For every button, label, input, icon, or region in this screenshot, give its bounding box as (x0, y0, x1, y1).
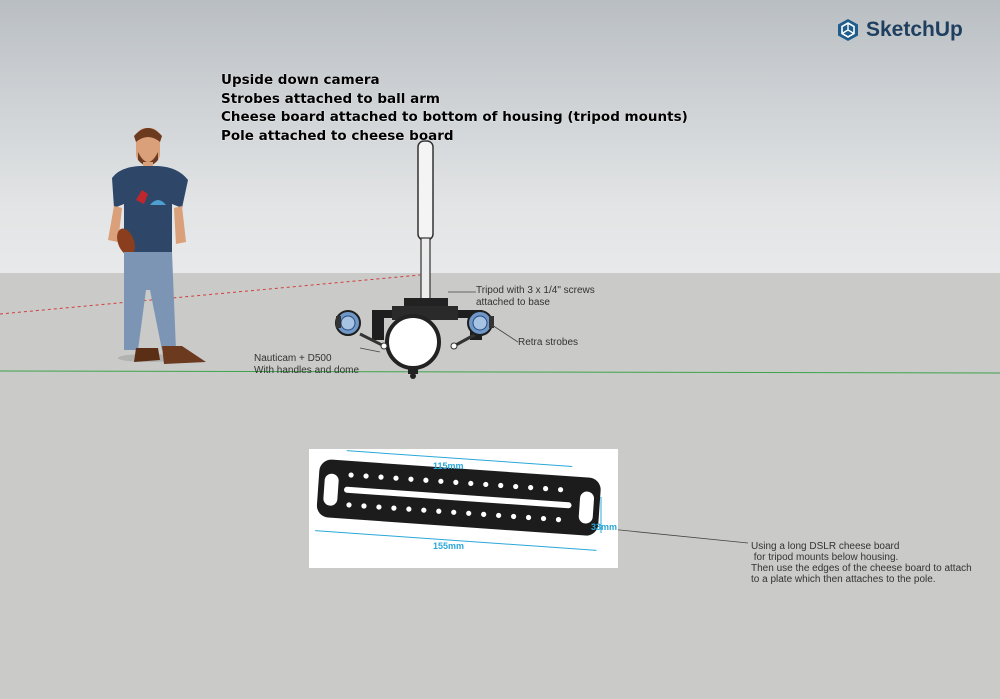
cheese-board-image[interactable]: 115mm 155mm 33mm (309, 449, 618, 568)
pole-lower (420, 237, 431, 301)
tripod-label[interactable]: Tripod with 3 x 1/4" screws attached to … (476, 285, 595, 308)
dimension-label-155: 155mm (433, 541, 464, 551)
housing-label[interactable]: Nauticam + D500 With handles and dome (254, 353, 360, 376)
sketchup-wordmark: SketchUp (866, 18, 963, 41)
note-line: Cheese board attached to bottom of housi… (221, 109, 688, 125)
dimension-line-155 (315, 530, 597, 551)
tripod-plate (404, 298, 448, 306)
cheese-leader-line (599, 527, 749, 544)
dimension-line-115 (346, 450, 573, 467)
scale-figure[interactable] (108, 128, 206, 364)
dimension-label-115: 115mm (433, 461, 464, 471)
housing-leader-line (359, 347, 381, 353)
notes-text-block[interactable]: Upside down camera Strobes attached to b… (221, 71, 688, 145)
note-line: Pole attached to cheese board (221, 127, 454, 144)
dimension-label-33: 33mm (591, 522, 617, 532)
sketchup-logo-icon (838, 19, 858, 41)
camera-rig[interactable] (335, 140, 494, 379)
cheese-board-label[interactable]: Using a long DSLR cheese board for tripo… (751, 541, 972, 585)
sketchup-brand: SketchUp (836, 18, 963, 42)
strobes-label[interactable]: Retra strobes (518, 337, 579, 348)
cheese-board-drawing: 115mm 155mm 33mm (315, 450, 617, 551)
pole-upper (417, 140, 434, 241)
strobe-leader-line (491, 324, 519, 343)
dome-port (385, 314, 441, 370)
green-axis-line (0, 370, 1000, 374)
note-line: Upside down camera (221, 72, 380, 88)
red-axis-line (0, 274, 421, 315)
note-line: Strobes attached to ball arm (221, 90, 440, 107)
